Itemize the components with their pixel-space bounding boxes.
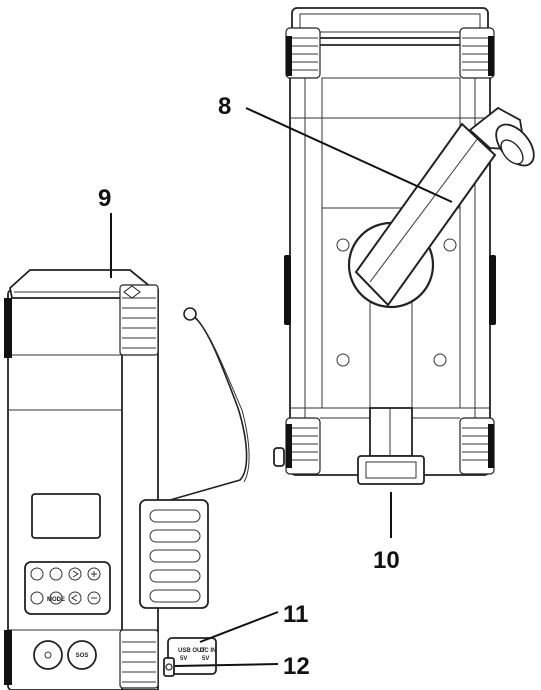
band-button[interactable] [30,591,44,605]
callout-9: 9 [98,185,111,212]
sos-button[interactable] [67,640,97,670]
mount-hole [336,353,350,367]
volume-down-button[interactable] [87,591,101,605]
volume-up-button[interactable] [87,567,101,581]
front-view-device: SOS USB OUT 5V DC IN 5V MODE [4,269,250,690]
rear-side-grip-left [284,255,291,325]
dc-in-label: DC IN [200,648,216,654]
power-button[interactable] [30,567,44,581]
usb-out-voltage: 5V [180,656,187,662]
prev-button[interactable] [68,591,82,605]
speaker-grille [139,499,209,609]
leader-8 [245,107,453,203]
mode-button-label: MODE [47,597,65,603]
rear-corner-grip-top-right [459,27,495,79]
front-edge-strip-bottom [4,630,12,685]
side-knob [273,447,285,467]
leader-11 [199,611,279,643]
bottom-left-button[interactable] [33,640,63,670]
callout-10: 10 [373,547,400,574]
callout-leaders [110,107,453,667]
sos-button-label: SOS [76,653,89,659]
keypad-buttons [30,567,101,605]
usb-out-label: USB OUT [178,648,205,654]
callout-8: 8 [218,93,231,120]
rear-corner-grip-top-left [285,27,321,79]
leader-12 [174,663,279,667]
rear-side-grip-right [489,255,496,325]
light-button[interactable] [49,567,63,581]
next-button[interactable] [68,567,82,581]
lcd-display [31,493,101,539]
bottom-connector [357,407,425,485]
hand-crank [354,106,535,307]
rear-corner-grip-bottom-left [285,417,321,475]
mode-button[interactable] [49,591,63,605]
rear-top-edge [291,7,489,39]
rear-view-device [273,7,535,485]
front-corner-grip-bottom [119,629,159,689]
front-housing-corner [121,289,159,690]
button-pad [24,561,111,615]
front-edge-strip-top [4,298,12,358]
dc-in-voltage: 5V [202,656,209,662]
front-corner-grip-top [119,284,159,356]
callout-12: 12 [283,653,310,680]
handle-pivot [183,307,197,321]
mount-hole [443,238,457,252]
mount-hole [336,238,350,252]
callout-11: 11 [283,601,308,628]
rear-corner-grip-bottom-right [459,417,495,475]
port-panel: USB OUT 5V DC IN 5V [167,637,217,675]
carry-handle [169,311,248,501]
mount-hole [433,353,447,367]
